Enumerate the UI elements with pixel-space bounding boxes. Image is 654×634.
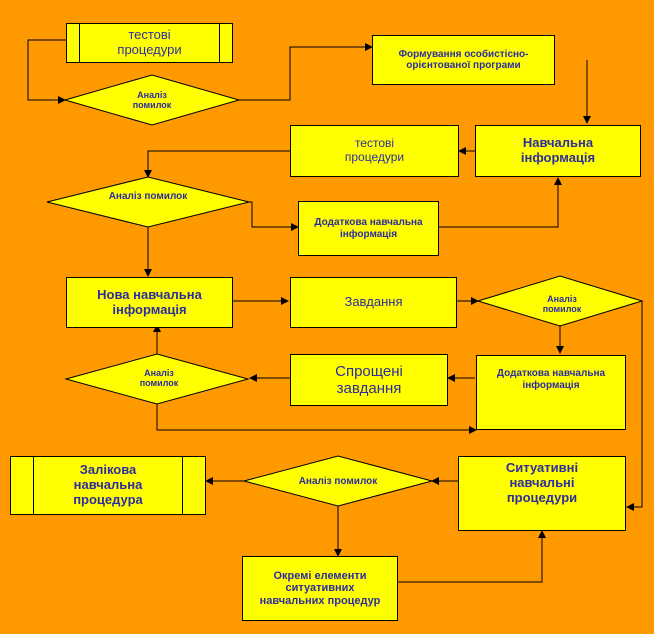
box-separate-elements-label: Окремі елементи ситуативних навчальних п… [259, 569, 381, 607]
box-form-program: Формування особистісно- орієнтованої про… [372, 35, 555, 85]
box-learning-info: Навчальна інформація [475, 125, 641, 177]
box-tasks-label: Завдання [344, 294, 403, 310]
diamond-error-analysis-4-label: Аналіз помилок [139, 368, 179, 388]
connector [439, 177, 562, 228]
diamond-error-analysis-5-label-box: Аналіз помилок [268, 471, 408, 491]
box-test-procedures-2: тестові процедури [290, 125, 459, 177]
connector [27, 39, 66, 104]
box-tasks: Завдання [290, 277, 457, 328]
diamond-error-analysis-2-label-box: Аналіз помилок [78, 186, 218, 206]
diamond-error-analysis-3-label: Аналіз помилок [542, 294, 582, 314]
diamond-error-analysis-5-label: Аналіз помилок [298, 475, 378, 487]
box-new-learning-info-label: Нова навчальна інформація [97, 286, 202, 317]
box-additional-info-1-label: Додаткова навчальна інформація [314, 217, 423, 240]
box-form-program-label: Формування особистісно- орієнтованої про… [398, 48, 529, 72]
connector [156, 404, 477, 434]
box-final-procedure-label: Залікова навчальна процедура [73, 462, 143, 507]
diamond-error-analysis-1-label-box: Аналіз помилок [102, 86, 202, 116]
connector [144, 150, 290, 178]
connector [398, 530, 546, 583]
diamond-error-analysis-1-label: Аналіз помилок [132, 90, 172, 110]
box-simplified-tasks-label: Спрощені завдання [335, 362, 403, 397]
box-test-procedures-1-label: тестові процедури [117, 27, 182, 57]
diamond-error-analysis-4-label-box: Аналіз помилок [109, 364, 209, 394]
box-situational-procedures: Ситуативні навчальні процедури [458, 456, 626, 531]
box-situational-procedures-label: Ситуативні навчальні процедури [505, 460, 579, 505]
diamond-error-analysis-3-label-box: Аналіз помилок [512, 290, 612, 320]
box-separate-elements: Окремі елементи ситуативних навчальних п… [242, 556, 398, 621]
connector [626, 301, 643, 511]
connector [249, 201, 299, 231]
box-final-procedure: Залікова навчальна процедура [10, 456, 206, 515]
box-additional-info-2-label: Додаткова навчальна інформація [496, 368, 606, 391]
box-additional-info-1: Додаткова навчальна інформація [298, 201, 439, 256]
box-additional-info-2: Додаткова навчальна інформація [476, 355, 626, 430]
box-simplified-tasks: Спрощені завдання [290, 354, 448, 406]
diamond-error-analysis-2-label: Аналіз помилок [108, 190, 188, 202]
box-learning-info-label: Навчальна інформація [520, 135, 596, 165]
connector [239, 43, 373, 101]
box-test-procedures-1: тестові процедури [66, 23, 233, 63]
box-test-procedures-2-label: тестові процедури [344, 136, 405, 164]
box-new-learning-info: Нова навчальна інформація [66, 277, 233, 328]
diamond-error-analysis-4 [64, 353, 250, 405]
